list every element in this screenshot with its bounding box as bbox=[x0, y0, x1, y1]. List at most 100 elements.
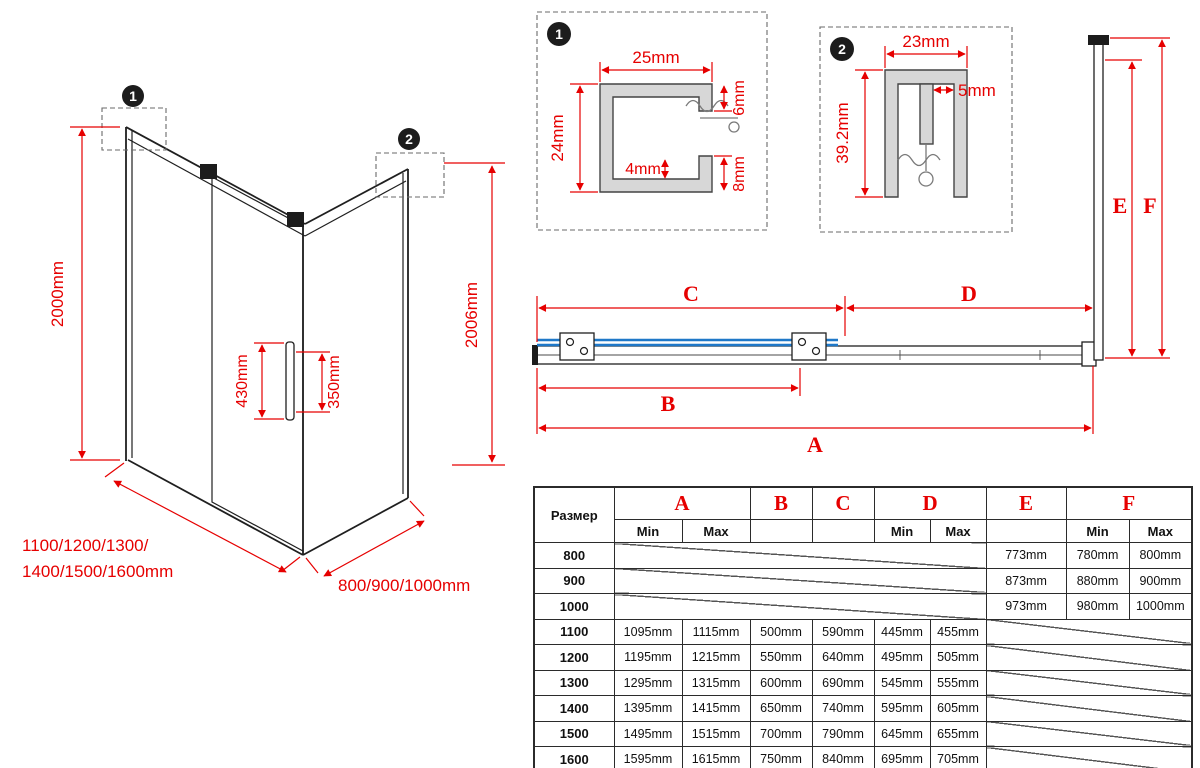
detail-2-marker-number: 2 bbox=[838, 41, 846, 57]
cell-c: 840mm bbox=[811, 746, 875, 768]
cell-a-min: 1095mm bbox=[613, 618, 683, 645]
detail-1-border bbox=[536, 11, 768, 231]
roller-carriage bbox=[791, 332, 827, 361]
subheader-empty-e bbox=[985, 519, 1067, 543]
table-row-1500: 1500 1495mm 1515mm 700mm 790mm 645mm 655… bbox=[533, 720, 1193, 747]
table-subheader-row: Min Max Min Max Min Max bbox=[534, 519, 1193, 543]
cell-a-max: 1115mm bbox=[681, 618, 751, 645]
isometric-view: 1 2 2000mm 430mm 350mm 1100/1200/1300/ bbox=[22, 85, 505, 595]
dim-label-b: B bbox=[661, 391, 676, 416]
cell-d-max: 555mm bbox=[929, 669, 987, 696]
dim-label-39-2mm: 39.2mm bbox=[833, 102, 852, 163]
crossed-cell bbox=[985, 669, 1193, 696]
crossed-cell bbox=[985, 644, 1193, 671]
subheader-d-max: Max bbox=[929, 519, 987, 543]
detail-marker-2 bbox=[398, 128, 420, 150]
detail-1-marker-number: 1 bbox=[555, 26, 563, 42]
detail-1-profile bbox=[599, 83, 713, 193]
cell-d-min: 595mm bbox=[873, 695, 931, 722]
col-header-d: D bbox=[873, 486, 987, 520]
cell-d-max: 605mm bbox=[929, 695, 987, 722]
crossed-cell bbox=[985, 618, 1193, 645]
crossed-cell bbox=[985, 720, 1193, 747]
cell-d-max: 505mm bbox=[929, 644, 987, 671]
door-handle bbox=[285, 341, 295, 421]
row-size: 1300 bbox=[533, 669, 615, 696]
col-header-c: C bbox=[811, 486, 875, 520]
cell-d-min: 695mm bbox=[873, 746, 931, 768]
subheader-f-max: Max bbox=[1128, 519, 1193, 543]
dim-label-430mm: 430mm bbox=[234, 354, 251, 407]
dim-label-4mm: 4mm bbox=[625, 161, 661, 178]
table-row-1400: 1400 1395mm 1415mm 650mm 740mm 595mm 605… bbox=[533, 695, 1193, 722]
dim-label-d: D bbox=[961, 281, 977, 306]
dim-label-8mm: 8mm bbox=[731, 156, 748, 192]
cell-d-max: 705mm bbox=[929, 746, 987, 768]
cell-a-min: 1595mm bbox=[613, 746, 683, 768]
detail-2-profile bbox=[884, 69, 968, 198]
cell-d-min: 545mm bbox=[873, 669, 931, 696]
dim-label-e: E bbox=[1113, 193, 1128, 218]
cell-c: 740mm bbox=[811, 695, 875, 722]
dim-label-width-2: 1400/1500/1600mm bbox=[22, 562, 173, 581]
cell-a-max: 1415mm bbox=[681, 695, 751, 722]
detail-callout-box-1 bbox=[101, 107, 167, 151]
detail-marker-1 bbox=[122, 85, 144, 107]
side-panel-top-cap bbox=[1088, 35, 1109, 45]
cell-f-min: 880mm bbox=[1065, 567, 1130, 594]
cell-b: 550mm bbox=[749, 644, 813, 671]
cell-a-min: 1195mm bbox=[613, 644, 683, 671]
size-table-grid: Размер A B C D E F Min Max Min Max Min M… bbox=[533, 486, 1194, 768]
dim-label-c: C bbox=[683, 281, 699, 306]
cell-f-max: 1000mm bbox=[1128, 593, 1193, 620]
cell-e: 973mm bbox=[985, 593, 1067, 620]
cell-a-min: 1395mm bbox=[613, 695, 683, 722]
cell-a-max: 1215mm bbox=[681, 644, 751, 671]
cell-f-min: 780mm bbox=[1065, 542, 1130, 569]
rail-end-cap bbox=[532, 345, 538, 365]
cell-a-min: 1295mm bbox=[613, 669, 683, 696]
cell-d-min: 495mm bbox=[873, 644, 931, 671]
table-header-row: Размер A B C D E F bbox=[533, 486, 1193, 543]
dim-label-24mm: 24mm bbox=[548, 114, 567, 161]
dim-label-width-1: 1100/1200/1300/ bbox=[22, 536, 149, 555]
cell-a-max: 1615mm bbox=[681, 746, 751, 768]
col-header-e: E bbox=[985, 486, 1067, 520]
sliding-door bbox=[200, 164, 304, 553]
cell-a-max: 1515mm bbox=[681, 720, 751, 747]
detail-marker-1-number: 1 bbox=[129, 88, 137, 104]
row-size: 1200 bbox=[533, 644, 615, 671]
cell-d-min: 645mm bbox=[873, 720, 931, 747]
dim-label-5mm: 5mm bbox=[958, 81, 996, 100]
cell-f-max: 800mm bbox=[1128, 542, 1193, 569]
cell-c: 790mm bbox=[811, 720, 875, 747]
rail-assembly bbox=[532, 35, 1109, 367]
detail-2-hanger-tab bbox=[919, 83, 934, 145]
enclosure-frame-lines bbox=[125, 126, 409, 556]
table-row-1000: 1000 973mm 980mm 1000mm bbox=[533, 593, 1193, 620]
row-size: 1400 bbox=[533, 695, 615, 722]
plan-view: C D B A E F bbox=[532, 35, 1170, 457]
col-header-b: B bbox=[749, 486, 813, 520]
row-size: 1000 bbox=[533, 593, 615, 620]
detail-2-roller-icon bbox=[897, 144, 941, 187]
cell-d-max: 655mm bbox=[929, 720, 987, 747]
cell-e: 773mm bbox=[985, 542, 1067, 569]
table-row-1300: 1300 1295mm 1315mm 600mm 690mm 545mm 555… bbox=[533, 669, 1193, 696]
detail-1-marker bbox=[547, 22, 571, 46]
cell-c: 640mm bbox=[811, 644, 875, 671]
crossed-cell bbox=[613, 542, 987, 569]
detail-1-dimensions: 25mm 24mm 6mm 8mm 4mm bbox=[548, 48, 748, 193]
col-header-f: F bbox=[1065, 486, 1193, 520]
detail-2-marker bbox=[830, 37, 854, 61]
cell-b: 700mm bbox=[749, 720, 813, 747]
col-header-a: A bbox=[613, 486, 751, 520]
table-row-900: 900 873mm 880mm 900mm bbox=[533, 567, 1193, 594]
size-table: Размер A B C D E F Min Max Min Max Min M… bbox=[533, 486, 1194, 768]
dim-label-a: A bbox=[807, 432, 823, 457]
dim-label-depth: 800/900/1000mm bbox=[338, 576, 470, 595]
dim-label-f: F bbox=[1143, 193, 1156, 218]
dim-label-2006mm: 2006mm bbox=[462, 282, 481, 348]
cell-c: 590mm bbox=[811, 618, 875, 645]
